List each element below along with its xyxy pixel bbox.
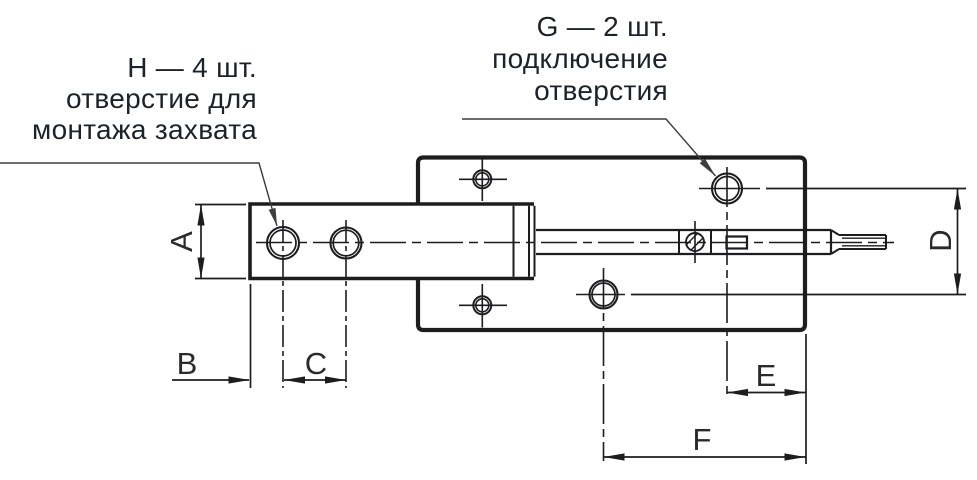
arrowhead-left [727,388,748,397]
arrowhead-right [784,388,806,397]
hole-crosshair [459,284,507,328]
arrowhead-right [228,376,250,384]
dimension-f: F [603,422,806,461]
port-holes-label-line2: подключение [492,43,668,74]
dimension-b: B [172,284,252,388]
port-holes-callout: G — 2 шт. подключение отверстия [462,11,717,177]
centerlines [256,167,894,461]
extension-lines [631,187,966,296]
dimension-c: C [284,346,346,384]
dimension-label-f: F [693,422,712,457]
dimension-e: E [727,334,807,464]
arm-cap-lines [512,205,536,277]
leader-arrowhead [699,158,716,176]
rod-taper [830,229,840,255]
leader-line [462,118,717,177]
arm-outline [248,202,534,281]
mount-holes-label-line1: H — 4 шт. [127,52,257,83]
extension-lines [195,203,246,280]
arrowhead-up [953,188,962,210]
arrowhead-right [784,453,806,461]
dimension-label-b: B [177,346,198,381]
leader-arrowhead [268,207,277,226]
arrowhead-left [603,453,625,461]
body-screw-hole-top [459,158,507,201]
port-holes-label-line3: отверстия [534,75,668,106]
dimension-d: D [631,187,966,296]
hole-crosshair [459,158,507,201]
arrowhead-left [284,376,305,384]
leader-line [0,162,278,227]
mount-holes-callout: H — 4 шт. отверстие для монтажа захвата [0,52,278,227]
mounting-arm-plate [248,202,536,281]
arrowhead-down [197,257,205,279]
arrowhead-up [197,204,205,226]
mount-holes-label-line3: монтажа захвата [32,114,257,145]
arrowhead-down [953,273,962,295]
arrowhead-right [325,376,346,384]
rod-thread-inner [842,237,886,247]
dimension-a: A [164,203,246,280]
dimension-label-c: C [305,346,327,381]
dimension-label-e: E [756,358,777,393]
vent-hatch [686,233,704,251]
dimension-label-d: D [923,229,958,251]
port-holes-label-line1: G — 2 шт. [537,11,668,42]
mount-holes-label-line2: отверстие для [66,83,257,114]
dimension-label-a: A [164,231,199,252]
body-screw-hole-bottom [459,284,507,328]
